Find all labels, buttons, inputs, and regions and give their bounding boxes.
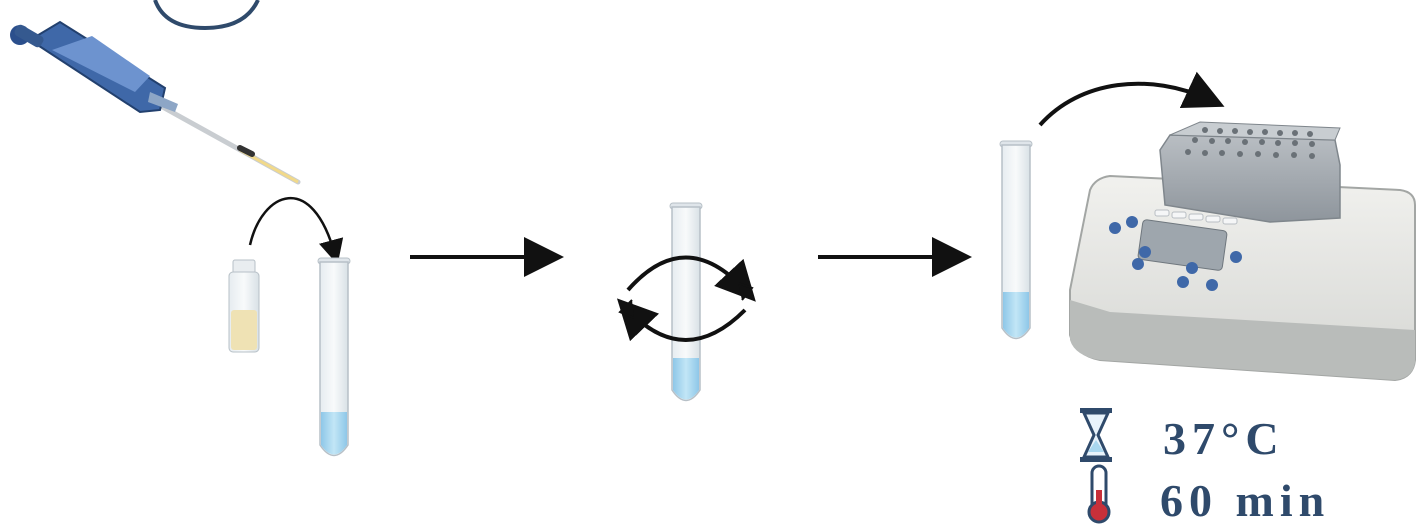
rotate-arrows-icon	[616, 255, 756, 342]
test-tube-icon	[999, 140, 1033, 340]
vial-icon	[228, 259, 260, 353]
hourglass-icon	[1080, 408, 1112, 462]
heat-block-incubator-icon	[1069, 121, 1416, 382]
partial-circle-outline	[153, 0, 260, 31]
test-tube-icon	[317, 257, 351, 457]
temperature-label: 37°C	[1163, 413, 1285, 464]
test-tube-icon	[669, 202, 703, 402]
duration-label: 60 min	[1160, 475, 1331, 526]
thermometer-icon	[1087, 464, 1111, 524]
pipette-icon	[10, 20, 301, 185]
transfer-arrow	[1038, 71, 1225, 127]
transfer-arrow	[248, 196, 344, 265]
